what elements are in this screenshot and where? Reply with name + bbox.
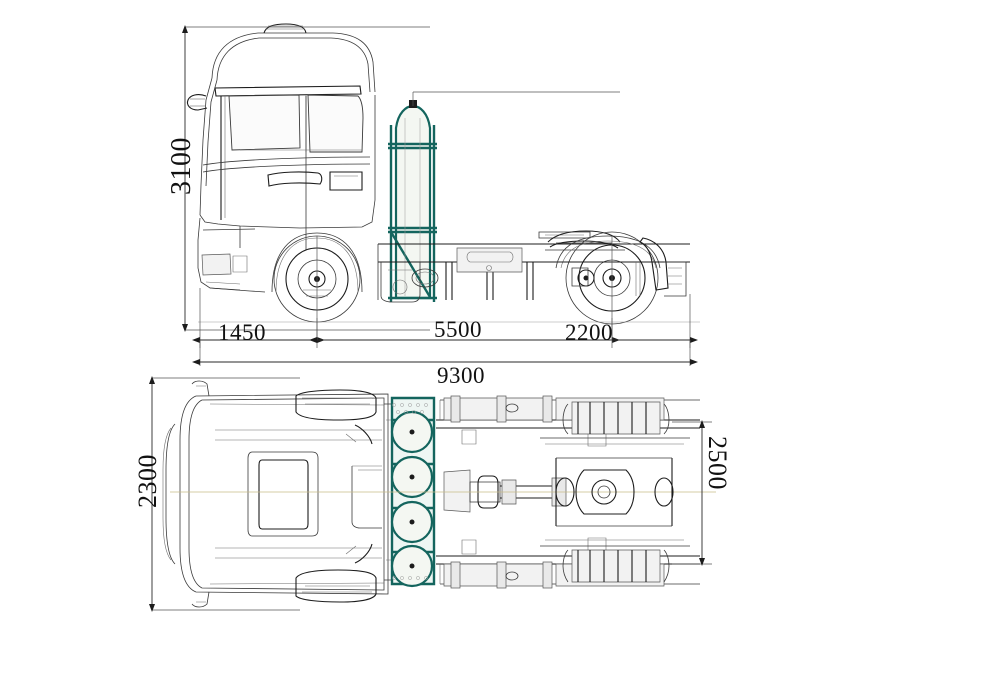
dimension-label-front-overhang: 1450 <box>218 320 266 345</box>
dimension-label-wheelbase: 5500 <box>434 317 482 342</box>
roof-hatch <box>247 451 319 537</box>
cab-roof-top <box>162 380 393 608</box>
plan-view <box>149 376 716 612</box>
dimension-label-cab-width: 2300 <box>133 454 162 508</box>
dimension-label-overall-height: 3100 <box>166 137 197 195</box>
dimension-label-rear-overhang: 2200 <box>565 320 613 345</box>
dimension-2500 <box>672 420 712 566</box>
cng-cylinder-side <box>388 91 620 302</box>
cab-outline <box>186 23 376 293</box>
dimension-label-overall-length: 9300 <box>437 363 485 388</box>
rear-axle-top <box>540 401 690 583</box>
dimension-label-track-width: 2500 <box>703 436 732 490</box>
dimension-2300 <box>149 376 300 612</box>
rear-wheel <box>555 231 687 325</box>
dimension-3100 <box>182 25 430 332</box>
dimension-9300 <box>192 340 698 366</box>
side-elevation-view <box>182 23 700 366</box>
cng-cylinder-bank-top <box>390 396 436 588</box>
dimension-2200 <box>611 294 698 348</box>
